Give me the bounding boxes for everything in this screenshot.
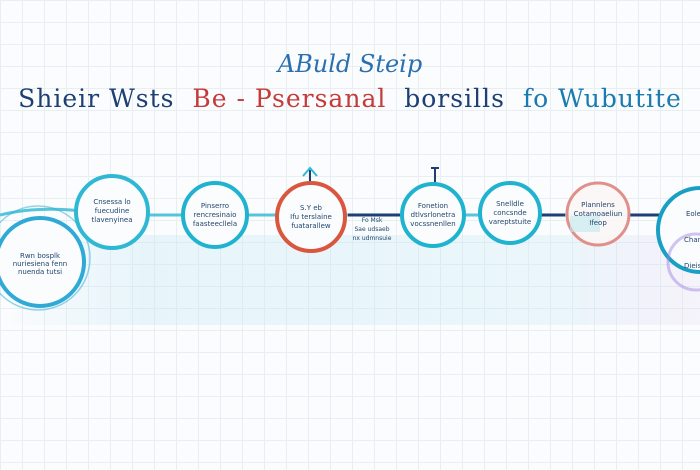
- node-5-line-1: Fonetion: [418, 202, 448, 210]
- node-8-line-3: Dieisle: [684, 262, 700, 270]
- connector-note-line-1: Fo Msk: [362, 217, 383, 224]
- diagram-subtitle: ABuld Steip: [277, 50, 423, 78]
- node-3-line-1: Pinserro: [201, 202, 229, 210]
- title-part-1: Shieir Wsts: [18, 84, 175, 113]
- connector-note-line-3: nx udmnsuie: [353, 235, 392, 242]
- title-part-4: fo Wubutite: [522, 84, 682, 113]
- node-7-highlight: [570, 216, 600, 232]
- node-2-line-2: fuecudine: [95, 207, 130, 215]
- node-2-line-1: Cnsessa lo: [93, 198, 130, 206]
- diagram-title: Shieir Wsts Be - Psersanal borsills fo W…: [0, 84, 700, 113]
- step-node-ring-1: [0, 216, 86, 308]
- connector-note: Fo Msk Sae udsaeb nx udmnsuie: [353, 217, 392, 242]
- step-node-ring-1-outer: [0, 205, 91, 311]
- step-node-5: [400, 182, 466, 248]
- node-7-line-3: Ifeop: [589, 219, 607, 227]
- node-4-line-3: fuatarallew: [291, 222, 331, 230]
- step-node-8: [656, 186, 700, 274]
- node-5-line-2: dtlvsrlonetra: [411, 211, 456, 219]
- node-6-line-2: concsnde: [493, 209, 526, 217]
- up-arrow-icon: [302, 166, 318, 177]
- node-1-line-2: nuriesiena fenn: [13, 260, 68, 268]
- node-1-line-1: Rwn bosplk: [20, 252, 61, 260]
- node-1-line-3: nuenda tutsi: [18, 268, 62, 276]
- node-5-line-3: vocssnenllen: [410, 220, 455, 228]
- step-node-6: [478, 181, 542, 245]
- step-node-2: [74, 174, 150, 250]
- step-node-4: [275, 181, 347, 253]
- node-8-line-2: Chanon: [684, 236, 700, 244]
- step-node-3: [181, 181, 249, 249]
- node-8-line-1: Eole: [686, 210, 700, 218]
- connector-note-line-2: Sae udsaeb: [355, 226, 390, 233]
- node-6-line-3: vareptstuite: [489, 218, 531, 226]
- node-7-line-1: Plannlens: [581, 201, 615, 209]
- node-3-line-3: faasteecllela: [193, 220, 237, 228]
- node-2-line-3: tlavenyinea: [92, 216, 133, 224]
- node-3-line-2: rencresinaio: [194, 211, 237, 219]
- node-4-line-2: Ifu terslaine: [290, 213, 332, 221]
- step-node-1-label: Rwn bosplk nuriesiena fenn nuenda tutsi: [13, 252, 68, 276]
- title-part-3: borsills: [404, 84, 505, 113]
- title-part-2: Be - Psersanal: [192, 84, 387, 113]
- step-node-8-glow: [666, 232, 700, 292]
- background-glow: [0, 235, 700, 325]
- node-7-line-2: Cotamoaeliun: [574, 210, 623, 218]
- node-6-line-1: Snelldle: [496, 200, 524, 208]
- node-4-line-1: S.Y eb: [300, 204, 322, 212]
